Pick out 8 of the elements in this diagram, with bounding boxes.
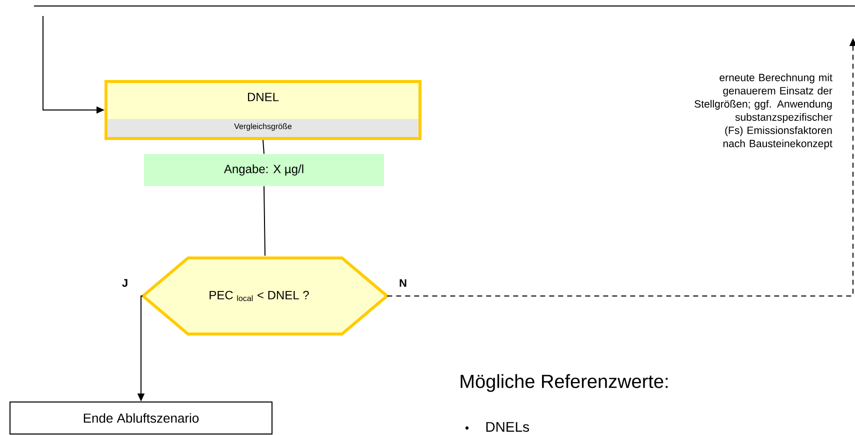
edge-label: N [398,278,408,288]
value-box: Angabe: X µg/l [144,154,384,186]
annotation-text: erneute Berechnung mit genauerem Einsatz der Stellgrößen; ggf. Anwendung substanzspezifischer (Fs) Emissionsfaktoren nach Bausteinekonzept [694,74,832,150]
reference-box: DNEL Vergleichsgröße [104,80,422,140]
edge-label: J [120,278,130,288]
heading: Mögliche Referenzwerte: [460,374,668,392]
end-box: Ende Abluftszenario [10,402,272,434]
list-item: DNELs [486,422,530,432]
